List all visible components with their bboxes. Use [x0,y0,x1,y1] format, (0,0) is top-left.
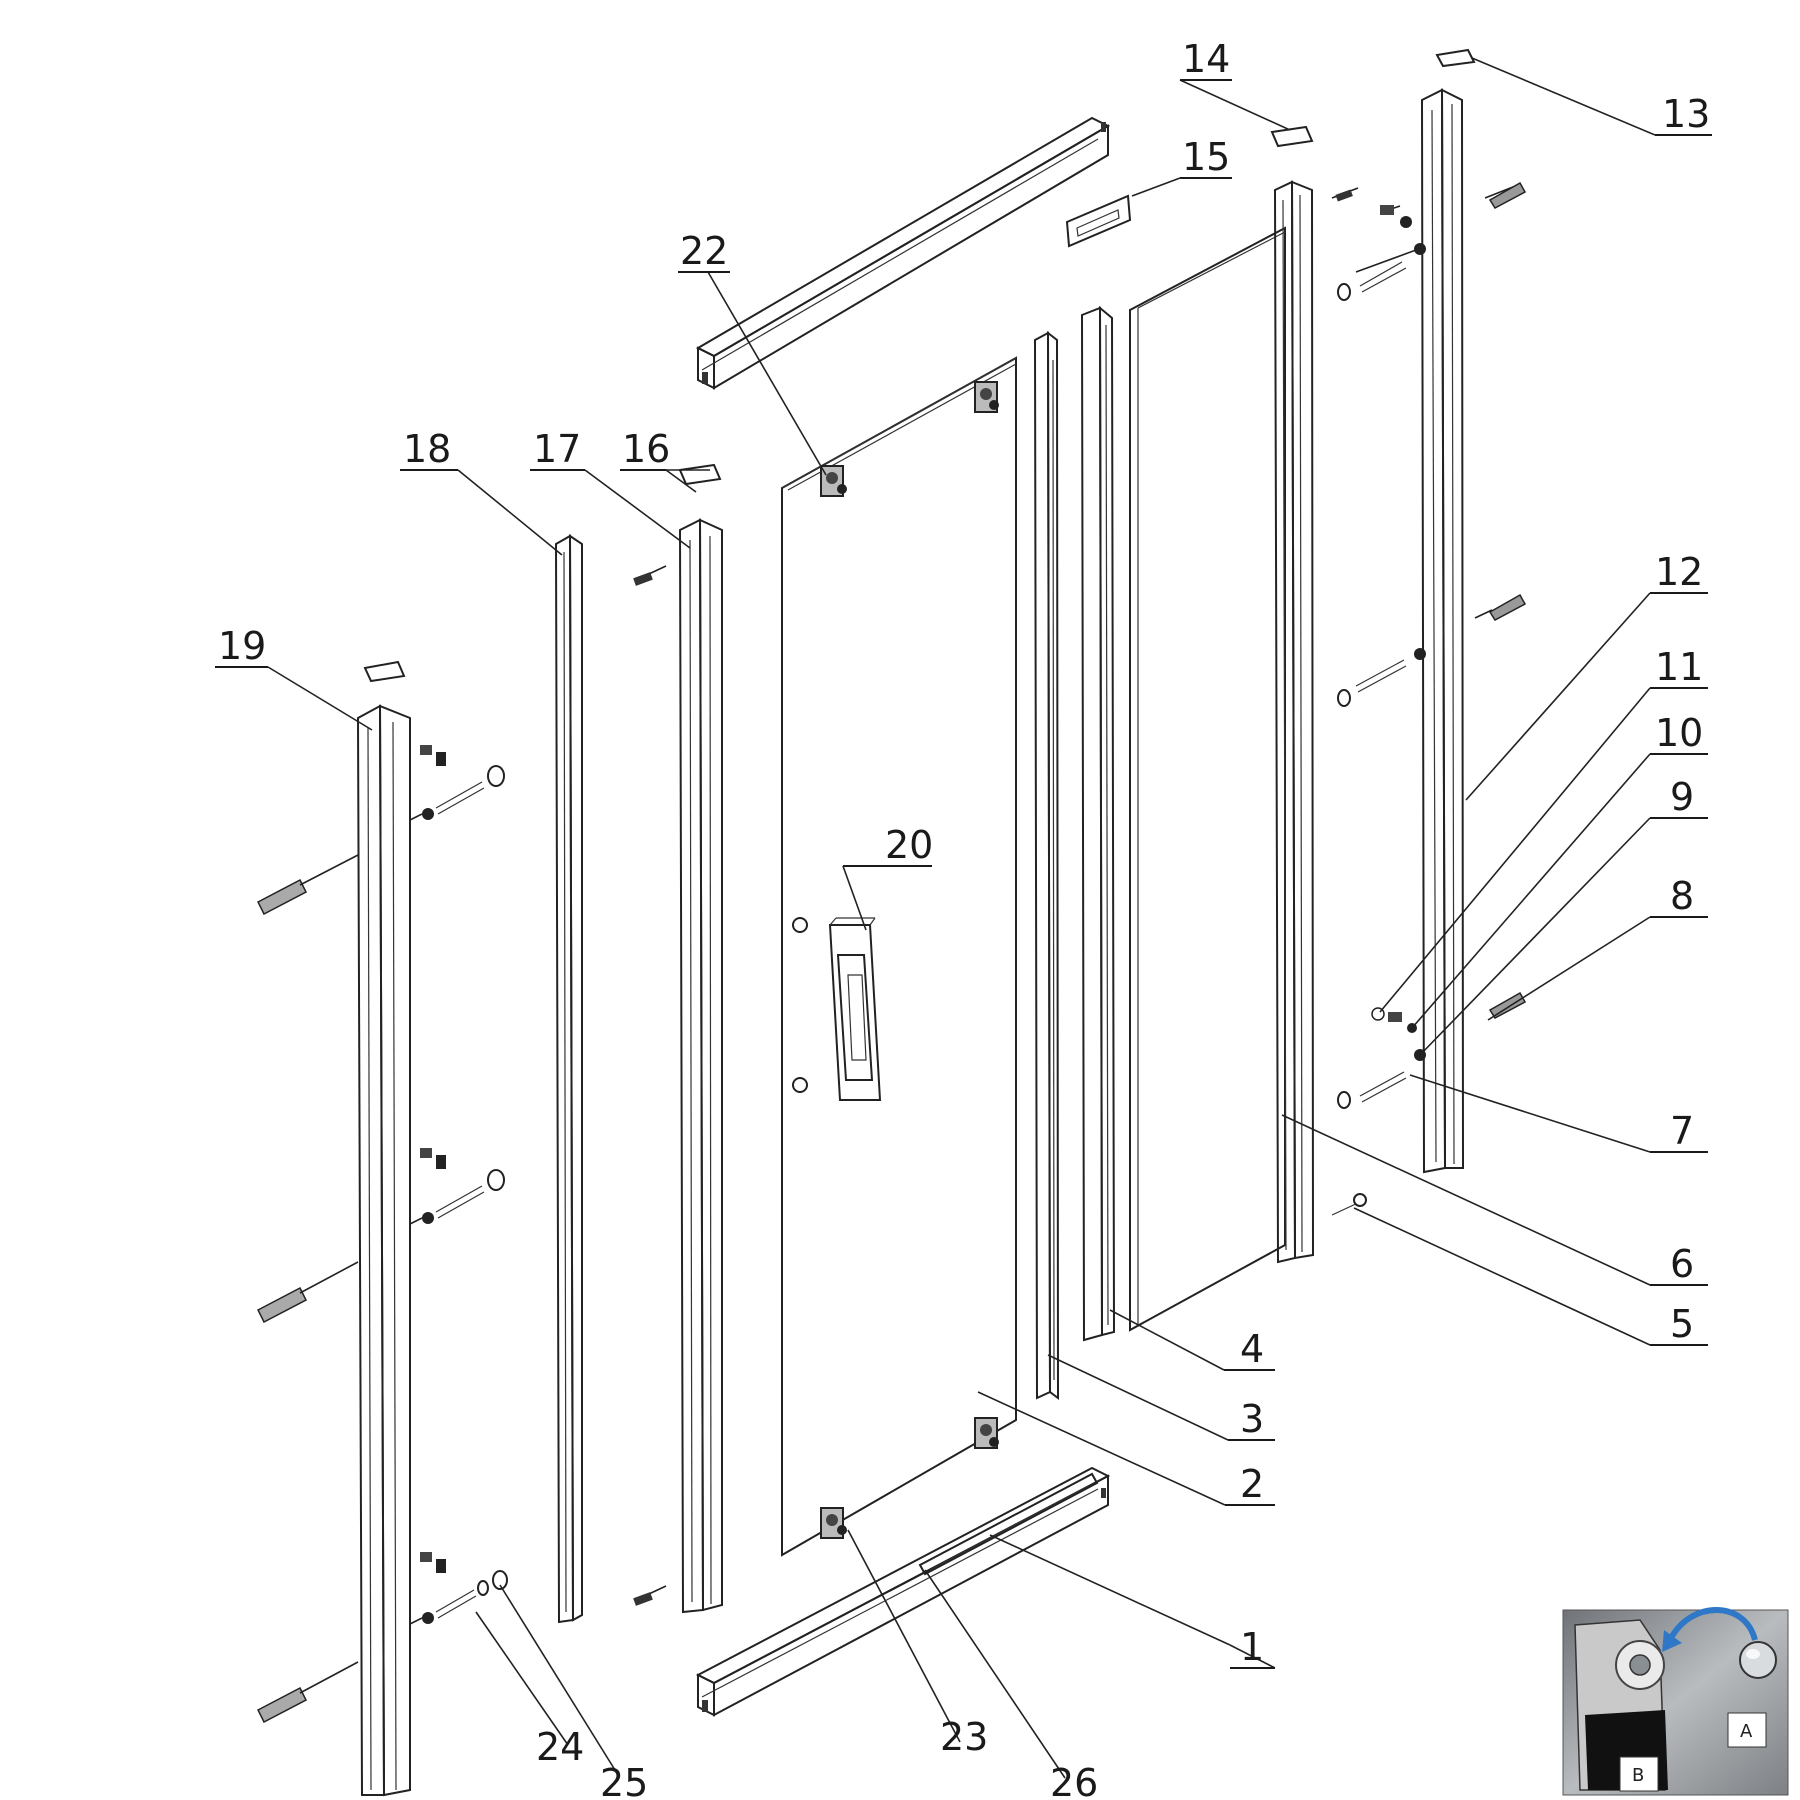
callout-8: 8 [1650,874,1708,918]
right-wall-profile-part-12 [1420,48,1476,1174]
bottom-rail-part-1 [695,1466,1111,1717]
door-handle-part-20 [792,917,882,1101]
callout-16: 16 [620,427,670,471]
door-profile-part-17 [678,518,723,1614]
door-screw-bottom [633,1585,667,1606]
callout-10: 10 [1650,711,1708,755]
top-rail [695,116,1111,390]
callout-18: 18 [400,427,458,471]
door-roller-top-right [974,381,999,413]
callout-14: 14 [1180,37,1232,81]
svg-text:8: 8 [1670,874,1694,918]
svg-text:23: 23 [940,1715,988,1759]
svg-text:4: 4 [1240,1327,1264,1371]
callout-9: 9 [1650,775,1708,819]
svg-text:6: 6 [1670,1242,1694,1286]
callout-3: 3 [1228,1397,1275,1441]
callout-23: 23 [940,1715,988,1759]
callout-25: 25 [600,1761,648,1800]
end-cap-part-14 [1270,125,1314,148]
callout-4: 4 [1224,1327,1275,1371]
svg-text:14: 14 [1182,37,1230,81]
svg-text:1: 1 [1240,1625,1264,1669]
callout-1: 1 [1230,1625,1275,1669]
svg-text:A: A [1740,1721,1753,1742]
seal-strip-part-3 [1033,330,1060,1401]
door-roller-bottom-left [820,1507,847,1539]
door-roller-top-left [820,465,847,497]
callout-15: 15 [1180,135,1232,179]
leader-lines [218,57,1712,1779]
callout-2: 2 [1225,1462,1275,1506]
svg-text:13: 13 [1662,92,1710,136]
svg-text:9: 9 [1670,775,1694,819]
door-screw-top [633,565,667,586]
svg-text:24: 24 [536,1725,584,1769]
callout-20: 20 [843,823,933,867]
callout-24: 24 [536,1725,584,1769]
callout-12: 12 [1650,550,1708,594]
fixed-glass-panel-part-6 [1129,226,1286,1332]
callout-19: 19 [215,624,268,668]
left-screws [257,565,667,1724]
guide-block-part-15 [1065,194,1132,248]
swap-arrow-icon [1667,1607,1758,1642]
door-roller-bottom-right [974,1417,999,1449]
svg-text:25: 25 [600,1761,648,1800]
fixed-panel-profile [1273,180,1315,1264]
callout-6: 6 [1650,1242,1708,1286]
svg-text:5: 5 [1670,1302,1694,1346]
seal-strip-part-4 [1080,305,1116,1342]
svg-text:18: 18 [403,427,451,471]
svg-text:19: 19 [218,624,266,668]
svg-text:15: 15 [1182,135,1230,179]
sliding-glass-door-part-2 [781,356,1017,1557]
svg-text:26: 26 [1050,1761,1098,1800]
svg-text:11: 11 [1655,645,1703,689]
svg-text:B: B [1632,1765,1644,1786]
svg-text:20: 20 [885,823,933,867]
svg-text:3: 3 [1240,1397,1264,1441]
seal-profile-part-18 [554,534,583,1624]
svg-text:22: 22 [680,229,728,273]
svg-text:12: 12 [1655,550,1703,594]
svg-text:17: 17 [533,427,581,471]
callout-26: 26 [1050,1761,1098,1800]
svg-text:10: 10 [1655,711,1703,755]
callout-11: 11 [1650,645,1708,689]
svg-text:16: 16 [622,427,670,471]
callout-labels: 1 2 3 4 5 6 7 8 9 10 11 12 13 14 15 16 1… [215,37,1712,1800]
svg-text:2: 2 [1240,1462,1264,1506]
left-wall-profile-part-19 [356,660,411,1797]
callout-13: 13 [1655,92,1712,136]
callout-17: 17 [530,427,585,471]
inset-photo: A B [1562,1607,1789,1796]
callout-5: 5 [1650,1302,1708,1346]
right-screws [1331,181,1527,1216]
callout-7: 7 [1650,1109,1708,1153]
callout-22: 22 [678,229,730,273]
end-cap-part-16 [678,463,722,486]
svg-text:7: 7 [1670,1109,1694,1153]
